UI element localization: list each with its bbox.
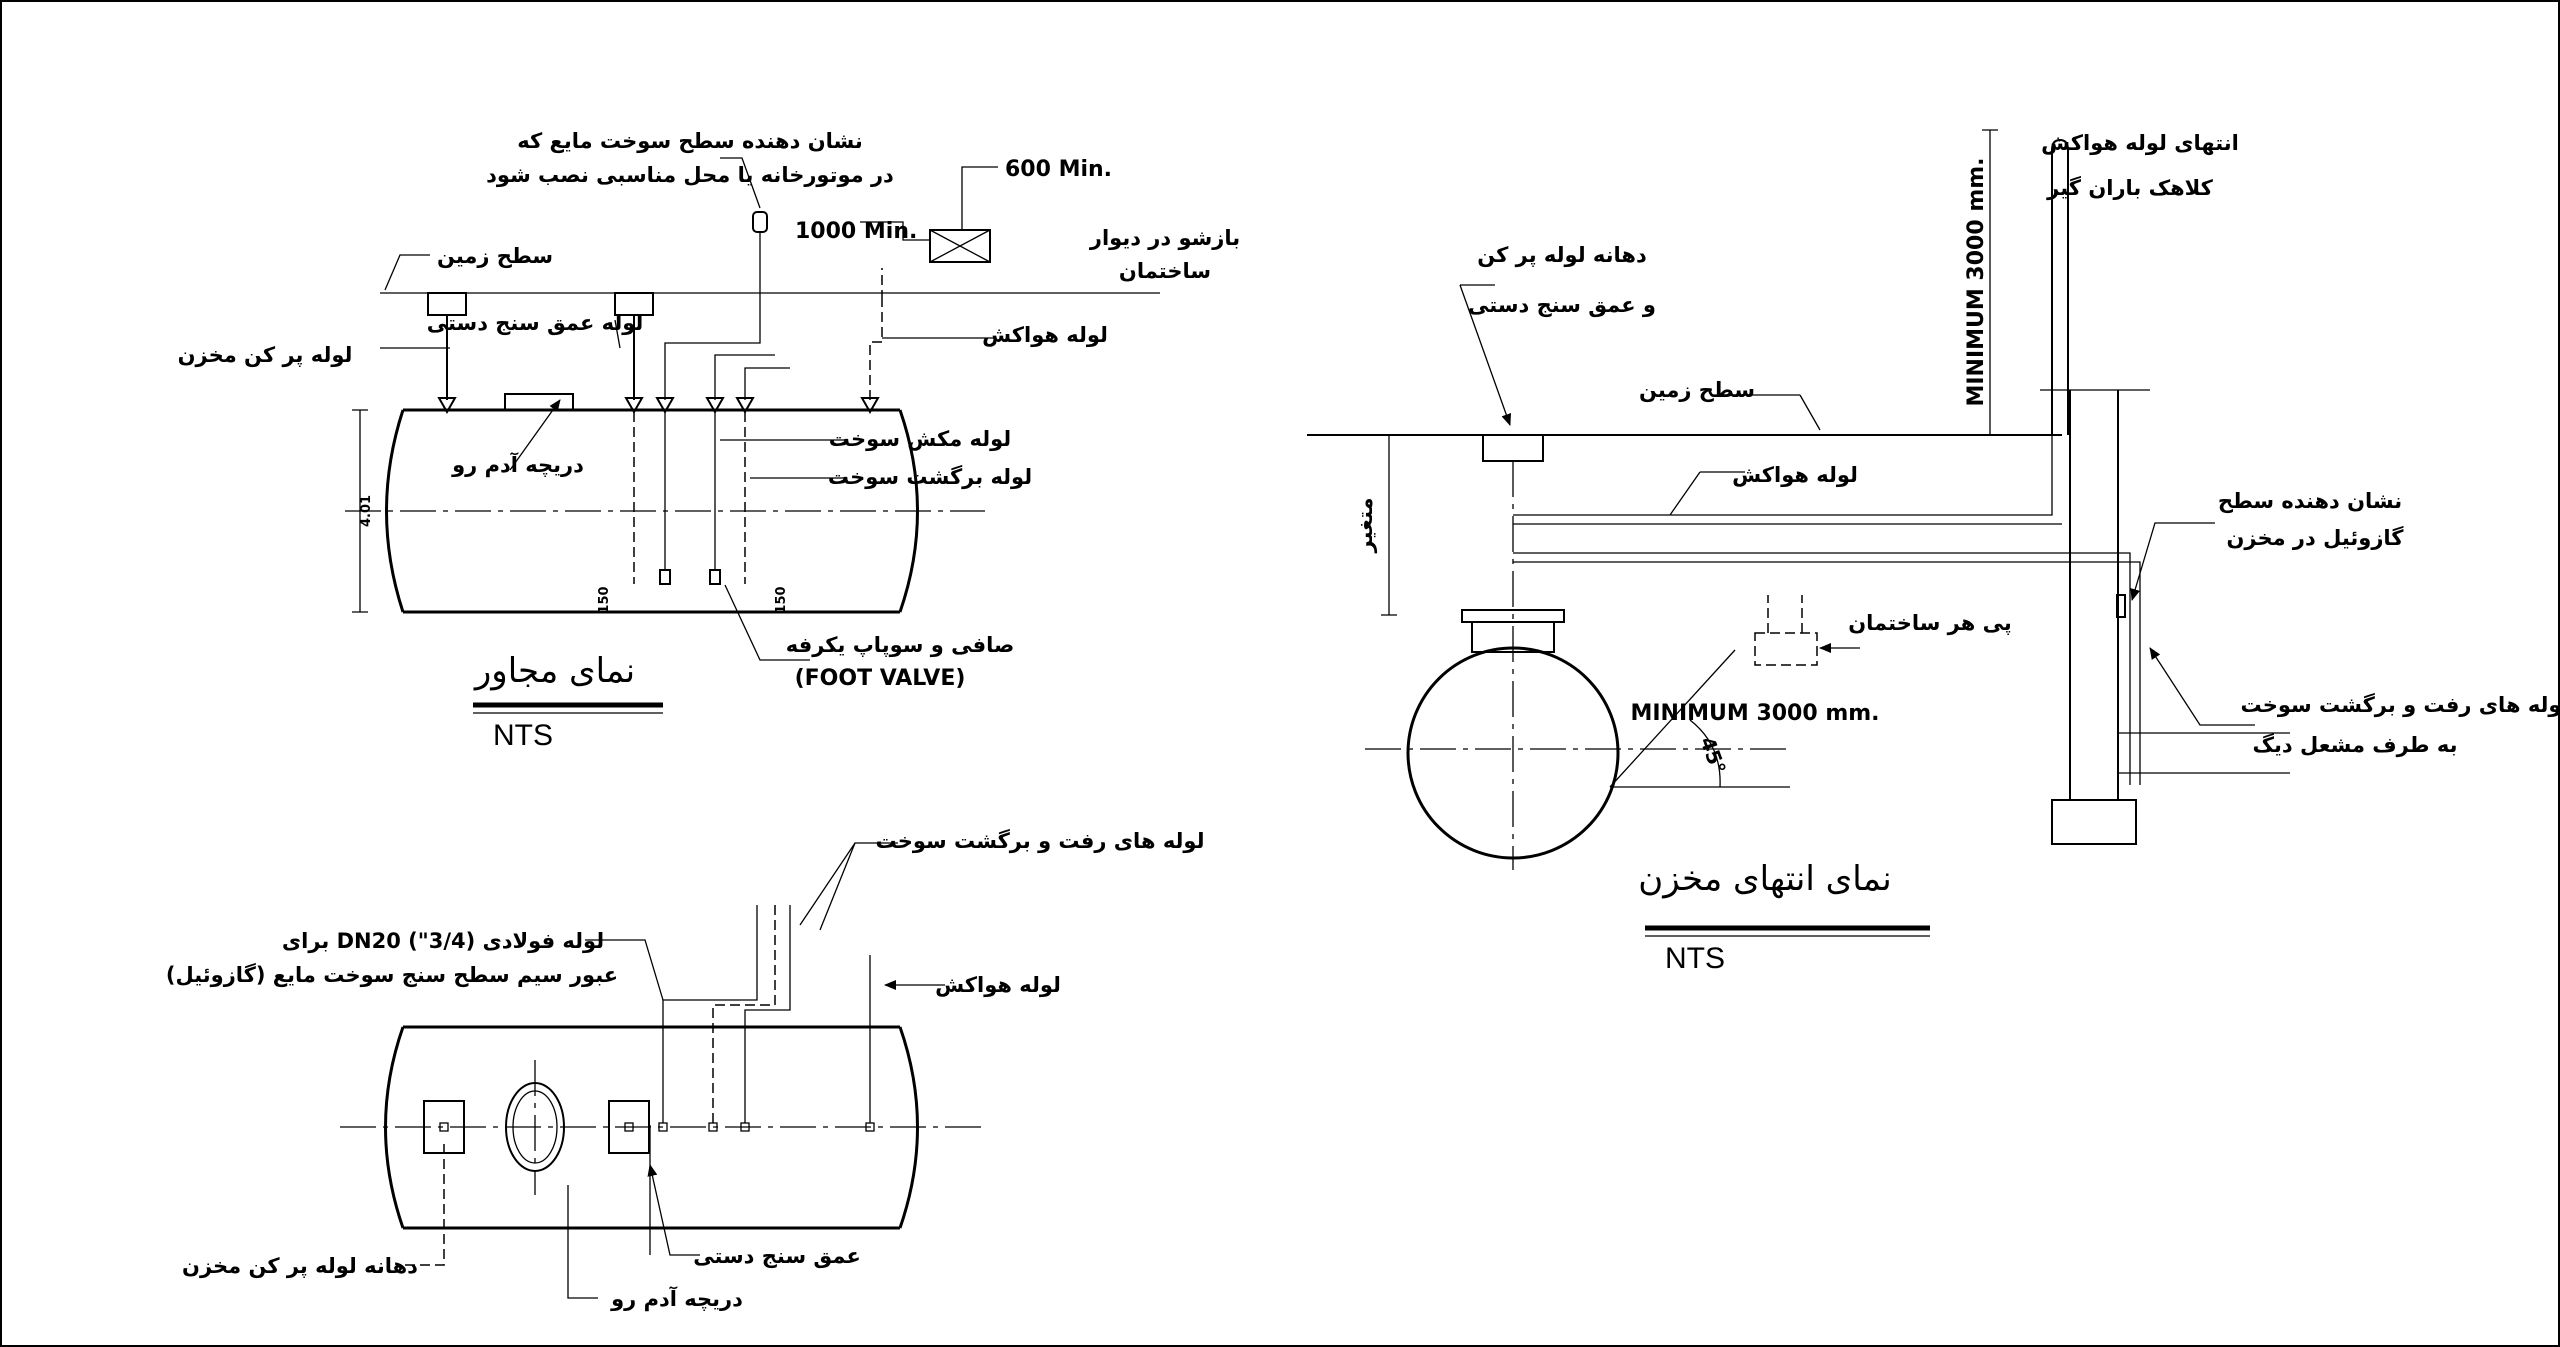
end-vent-pipe-text: لوله هواکش — [1732, 463, 1858, 487]
end-supply-return-text-1: لوله های رفت و برگشت سوخت — [2241, 692, 2560, 717]
plan-dipstick-box — [608, 1100, 650, 1154]
side-ground-level-text: سطح زمین — [437, 244, 553, 268]
side-level-indicator-text-2: در موتورخانه یا محل مناسبی نصب شود — [486, 163, 894, 187]
end-ground-level-text: سطح زمین — [1639, 378, 1755, 402]
end-view: انتهای لوله هواکش کلاهک باران گیر MINIMU… — [1307, 129, 2560, 975]
side-level-gauge — [752, 211, 768, 233]
end-level-indicator-text-2: گازوئیل در مخزن — [2226, 525, 2404, 550]
side-dim-150-left: 150 — [597, 586, 612, 613]
plan-steel-pipe — [662, 905, 758, 1123]
side-wall-opening-text-1: بازشو در دیوار — [1089, 226, 1240, 250]
end-minimum-vertical: MINIMUM 3000 mm. — [1964, 157, 1989, 406]
side-tank-body — [403, 408, 900, 614]
side-dim-150-right: 150 — [774, 586, 789, 613]
side-foot-valve-text-2: (FOOT VALVE) — [795, 666, 966, 691]
end-level-indicator — [2116, 594, 2126, 618]
side-tank-left-head — [385, 409, 405, 613]
side-view-scale: NTS — [493, 719, 553, 752]
end-supply-return-text-2: به طرف مشعل دیگ — [2253, 732, 2458, 757]
plan-return-pipe — [744, 905, 791, 1123]
side-dim-diameter: 4.01 — [359, 495, 374, 527]
side-wall-opening — [929, 229, 991, 263]
end-variable-text: متغیر — [1353, 497, 1377, 553]
end-vent-riser — [2051, 138, 2069, 435]
end-fill-mouth-text-1: دهانه لوله پر کن — [1477, 243, 1647, 267]
side-vent-pipe — [869, 300, 883, 400]
end-45-line — [1609, 649, 1736, 788]
plan-dipstick-text: عمق سنج دستی — [693, 1244, 861, 1268]
end-view-title: نمای انتهای مخزن — [1638, 859, 1891, 899]
end-vent-end-text: انتهای لوله هواکش — [2041, 131, 2239, 155]
end-foundation-text: پی هر ساختمان — [1848, 611, 2012, 635]
side-foot-valve-text-1: صافی و سوپاپ یکرفه — [786, 633, 1015, 657]
side-return-pipe — [744, 367, 790, 400]
plan-steel-pipe-text-1: لوله فولادی DN20 ("3/4) برای — [282, 929, 604, 953]
side-min-1000: 1000 Min. — [795, 219, 917, 244]
side-view-title: نمای مجاور — [473, 651, 635, 691]
side-wall-opening-text-2: ساختمان — [1119, 259, 1211, 283]
end-view-scale: NTS — [1665, 942, 1725, 975]
plan-steel-pipe-text-2: عبور سیم سطح سنج سوخت مایع (گازوئیل) — [166, 962, 618, 987]
side-suction-pipe — [714, 354, 775, 400]
plan-supply-pipe — [712, 905, 776, 1123]
end-angle-text: 45° — [1695, 734, 1730, 778]
side-min-600: 600 Min. — [1005, 157, 1112, 182]
side-vent-pipe-text: لوله هواکش — [982, 323, 1108, 347]
end-tank-circle — [1406, 646, 1620, 860]
end-fill-mouth-box — [1482, 434, 1544, 462]
end-wall-footing — [2051, 799, 2137, 845]
plan-tank-body — [403, 1025, 900, 1230]
end-foundation — [1754, 632, 1818, 666]
side-return-pipe-text: لوله برگشت سوخت — [828, 464, 1032, 489]
side-fill-pipe-text: لوله پر کن مخزن — [178, 343, 353, 367]
side-manhole-text: دریچه آدم رو — [451, 452, 584, 477]
plan-supply-return-text: لوله های رفت و برگشت سوخت — [876, 828, 1205, 853]
plan-fill-mouth-text: دهانه لوله پر کن مخزن — [182, 1254, 418, 1278]
side-level-indicator-pipe — [664, 232, 761, 400]
side-manhole-neck — [504, 393, 574, 411]
plan-view: لوله های رفت و برگشت سوخت لوله فولادی DN… — [166, 828, 1205, 1311]
end-minimum-horizontal: MINIMUM 3000 mm. — [1630, 701, 1879, 726]
plan-vent-pipe-text: لوله هواکش — [935, 973, 1061, 997]
side-dipstick-text: لوله عمق سنج دستی — [427, 311, 644, 335]
side-suction-pipe-text: لوله مکش سوخت — [829, 427, 1011, 451]
end-fill-mouth-text-2: و عمق سنج دستی — [1468, 293, 1656, 317]
side-level-indicator-text-1: نشان دهنده سطح سوخت مایع که — [517, 129, 863, 153]
plan-manhole-text: دریچه آدم رو — [610, 1286, 743, 1311]
end-level-indicator-text-1: نشان دهنده سطح — [2218, 489, 2402, 513]
side-view: 4.01 150 150 نشان دهنده سطح سوخت مایع که… — [178, 129, 1241, 752]
end-rain-cap-text: کلاهک باران گیر — [2046, 175, 2213, 200]
